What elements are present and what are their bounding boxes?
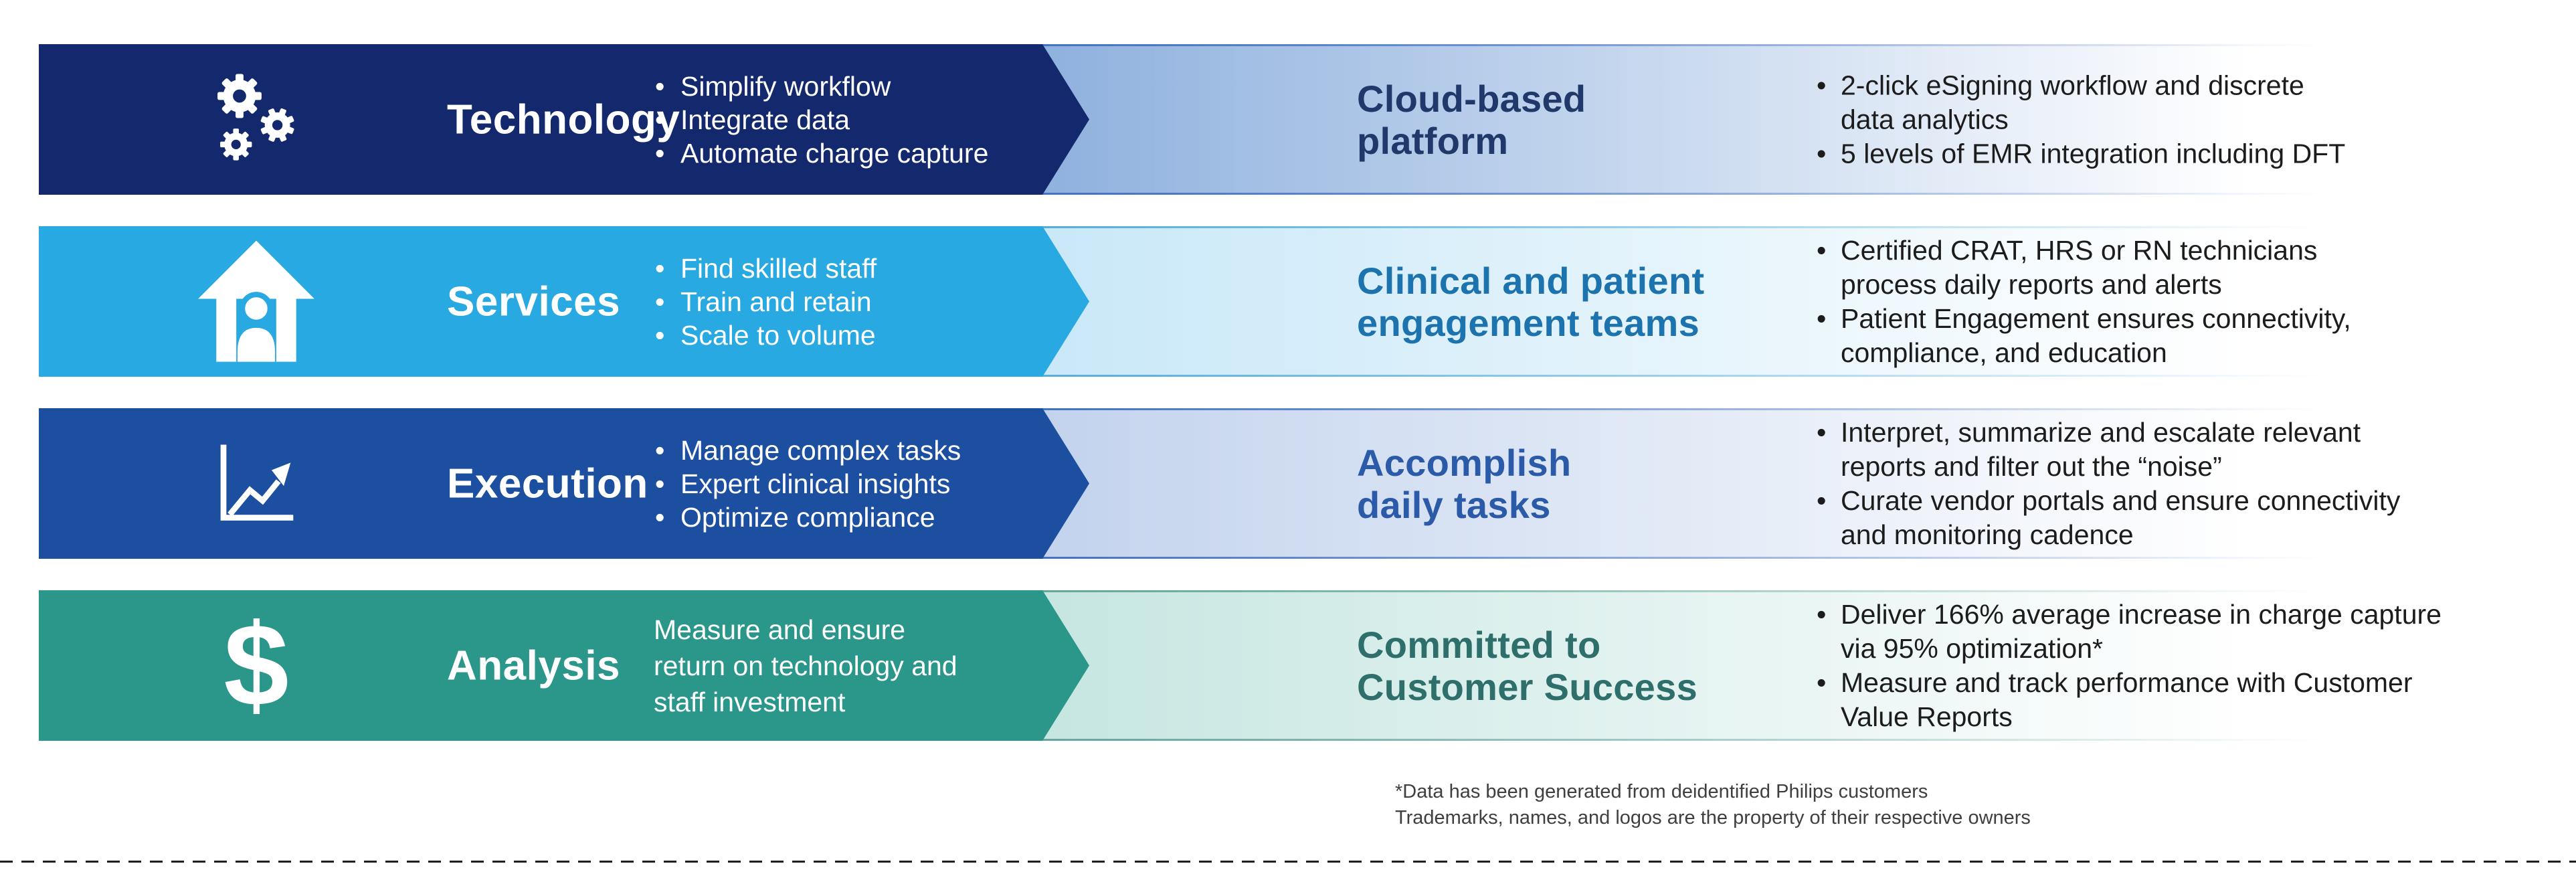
dollar-icon: $ bbox=[223, 600, 289, 731]
bullet-item: Simplify workflow bbox=[654, 70, 988, 103]
bullet-item: Manage complex tasks bbox=[654, 434, 961, 467]
home-person-icon bbox=[179, 226, 333, 377]
bullet-item: 2-click eSigning workflow and discrete d… bbox=[1817, 68, 2345, 137]
panel-headline: Clinical and patient engagement teams bbox=[1357, 259, 1705, 344]
footnote-line: Trademarks, names, and logos are the pro… bbox=[1395, 807, 2031, 828]
bullet-item: Optimize compliance bbox=[654, 501, 961, 534]
row-execution: Accomplish daily tasks Interpret, summar… bbox=[39, 408, 2551, 559]
footnote-line: *Data has been generated from deidentifi… bbox=[1395, 781, 1928, 802]
panel-headline: Cloud-based platform bbox=[1357, 77, 1586, 162]
infographic-rows: Cloud-based platform 2-click eSigning wo… bbox=[39, 44, 2551, 772]
panel-analysis: Committed to Customer Success Deliver 16… bbox=[1042, 590, 2551, 741]
banner-bullet-list: Find skilled staff Train and retain Scal… bbox=[654, 252, 877, 352]
bullet-item: Scale to volume bbox=[654, 319, 877, 352]
banner-technology: Technology Simplify workflow Integrate d… bbox=[39, 44, 1089, 195]
bullet-item: Expert clinical insights bbox=[654, 467, 961, 501]
bullet-item: Find skilled staff bbox=[654, 252, 877, 285]
panel-bullet-list: Interpret, summarize and escalate releva… bbox=[1817, 416, 2400, 552]
bullet-item: Measure and track performance with Custo… bbox=[1817, 666, 2442, 734]
panel-headline: Committed to Customer Success bbox=[1357, 623, 1698, 708]
bullet-item: Deliver 166% average increase in charge … bbox=[1817, 598, 2442, 666]
row-analysis: Committed to Customer Success Deliver 16… bbox=[39, 590, 2551, 741]
gears-icon bbox=[179, 44, 333, 195]
banner-title: Services bbox=[447, 278, 621, 325]
row-technology: Cloud-based platform 2-click eSigning wo… bbox=[39, 44, 2551, 195]
panel-headline: Accomplish daily tasks bbox=[1357, 441, 1572, 526]
panel-execution: Accomplish daily tasks Interpret, summar… bbox=[1042, 408, 2551, 559]
dashed-divider bbox=[0, 861, 2576, 863]
bullet-item: Patient Engagement ensures connectivity,… bbox=[1817, 302, 2351, 370]
bullet-item: Automate charge capture bbox=[654, 137, 988, 170]
row-services: Clinical and patient engagement teams Ce… bbox=[39, 226, 2551, 377]
bullet-item: Certified CRAT, HRS or RN technicians pr… bbox=[1817, 234, 2351, 302]
panel-bullet-list: Deliver 166% average increase in charge … bbox=[1817, 598, 2442, 734]
bullet-item: Train and retain bbox=[654, 285, 877, 319]
banner-bullet-list: Manage complex tasks Expert clinical ins… bbox=[654, 434, 961, 534]
banner-analysis: $ Analysis Measure and ensure return on … bbox=[39, 590, 1089, 741]
panel-technology: Cloud-based platform 2-click eSigning wo… bbox=[1042, 44, 2551, 195]
banner-services: Services Find skilled staff Train and re… bbox=[39, 226, 1089, 377]
bullet-item: 5 levels of EMR integration including DF… bbox=[1817, 137, 2345, 171]
banner-execution: Execution Manage complex tasks Expert cl… bbox=[39, 408, 1089, 559]
banner-title: Technology bbox=[447, 96, 680, 143]
bullet-item: Integrate data bbox=[654, 103, 988, 137]
panel-bullet-list: 2-click eSigning workflow and discrete d… bbox=[1817, 68, 2345, 171]
bullet-item: Interpret, summarize and escalate releva… bbox=[1817, 416, 2400, 484]
banner-title: Execution bbox=[447, 460, 648, 507]
panel-services: Clinical and patient engagement teams Ce… bbox=[1042, 226, 2551, 377]
panel-bullet-list: Certified CRAT, HRS or RN technicians pr… bbox=[1817, 234, 2351, 370]
banner-description: Measure and ensure return on technology … bbox=[654, 614, 957, 717]
banner-title: Analysis bbox=[447, 642, 621, 689]
bullet-item: Curate vendor portals and ensure connect… bbox=[1817, 484, 2400, 552]
growth-chart-icon bbox=[179, 408, 333, 559]
banner-bullet-list: Simplify workflow Integrate data Automat… bbox=[654, 70, 988, 170]
footnote: *Data has been generated from deidentifi… bbox=[1395, 779, 2031, 831]
